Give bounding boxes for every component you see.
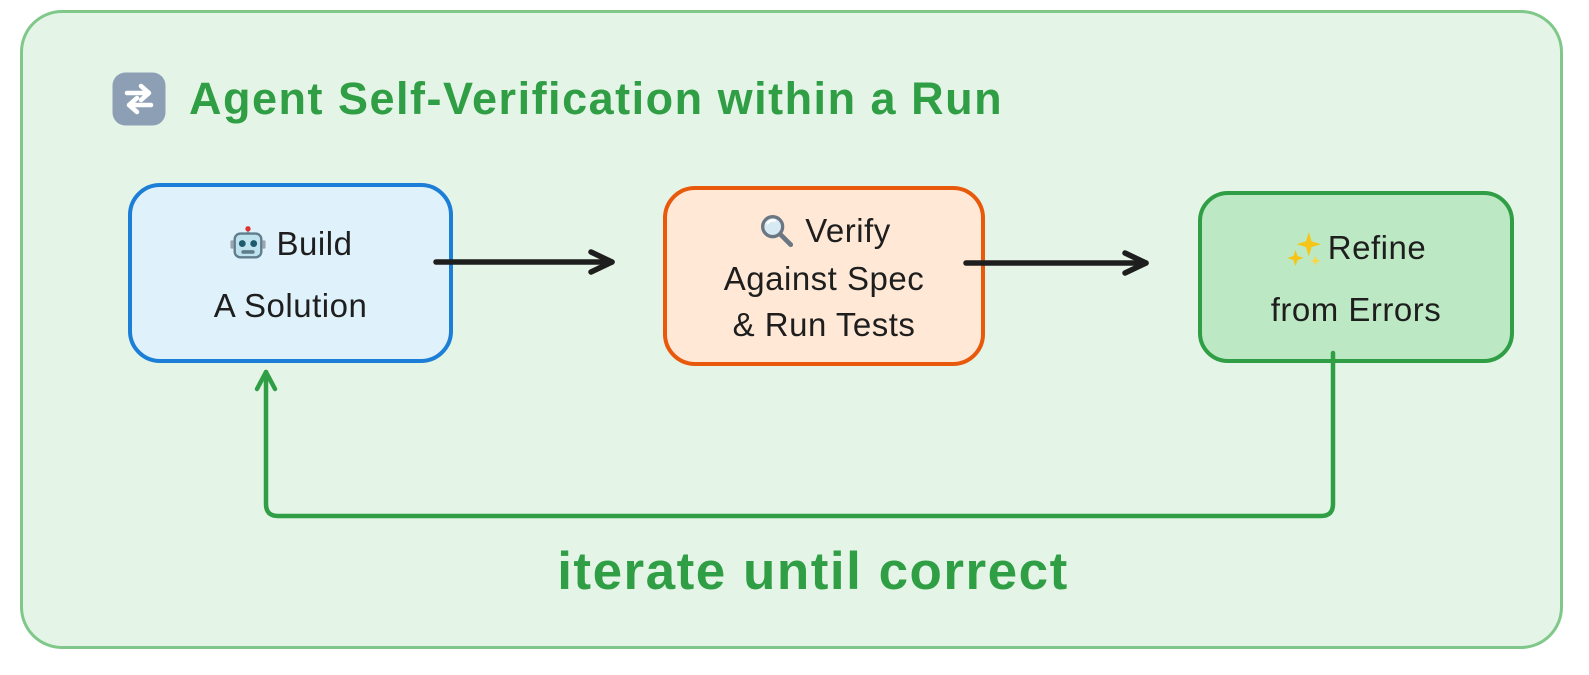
node-verify-sublabel-1: Against Spec bbox=[723, 260, 925, 297]
node-refine-label: Refine bbox=[1327, 229, 1427, 266]
node-verify-line-1: Verify bbox=[757, 211, 891, 249]
node-build-sublabel: A Solution bbox=[213, 286, 368, 324]
magnifier-icon bbox=[757, 211, 795, 249]
node-verify-line-2: Against Spec bbox=[724, 262, 924, 295]
node-build-a-solution: Build A Solution bbox=[128, 183, 453, 363]
loop-label: iterate until correct bbox=[557, 542, 1069, 601]
sparkles-icon bbox=[1286, 229, 1324, 267]
robot-icon bbox=[229, 225, 267, 263]
diagram-title-text: Agent Self-Verification within a Run bbox=[189, 73, 1004, 124]
node-verify-label: Verify bbox=[805, 211, 891, 249]
diagram-frame: Agent Self-Verification within a Run bbox=[20, 10, 1563, 649]
node-refine-line-2: from Errors bbox=[1271, 293, 1442, 326]
repeat-icon bbox=[111, 71, 167, 127]
node-refine-sublabel: from Errors bbox=[1270, 290, 1442, 328]
node-verify-sublabel-2: & Run Tests bbox=[732, 306, 916, 343]
node-verify-against-spec: Verify Against Spec & Run Tests bbox=[663, 186, 985, 366]
node-build-line-1: Build bbox=[229, 225, 353, 263]
node-build-label: Build bbox=[276, 225, 353, 262]
node-refine-line-1: Refine bbox=[1286, 229, 1426, 267]
node-refine-from-errors: Refine from Errors bbox=[1198, 191, 1514, 363]
node-build-line-2: A Solution bbox=[214, 289, 368, 322]
node-verify-line-3: & Run Tests bbox=[733, 308, 916, 341]
diagram-title: Agent Self-Verification within a Run bbox=[111, 71, 1003, 127]
